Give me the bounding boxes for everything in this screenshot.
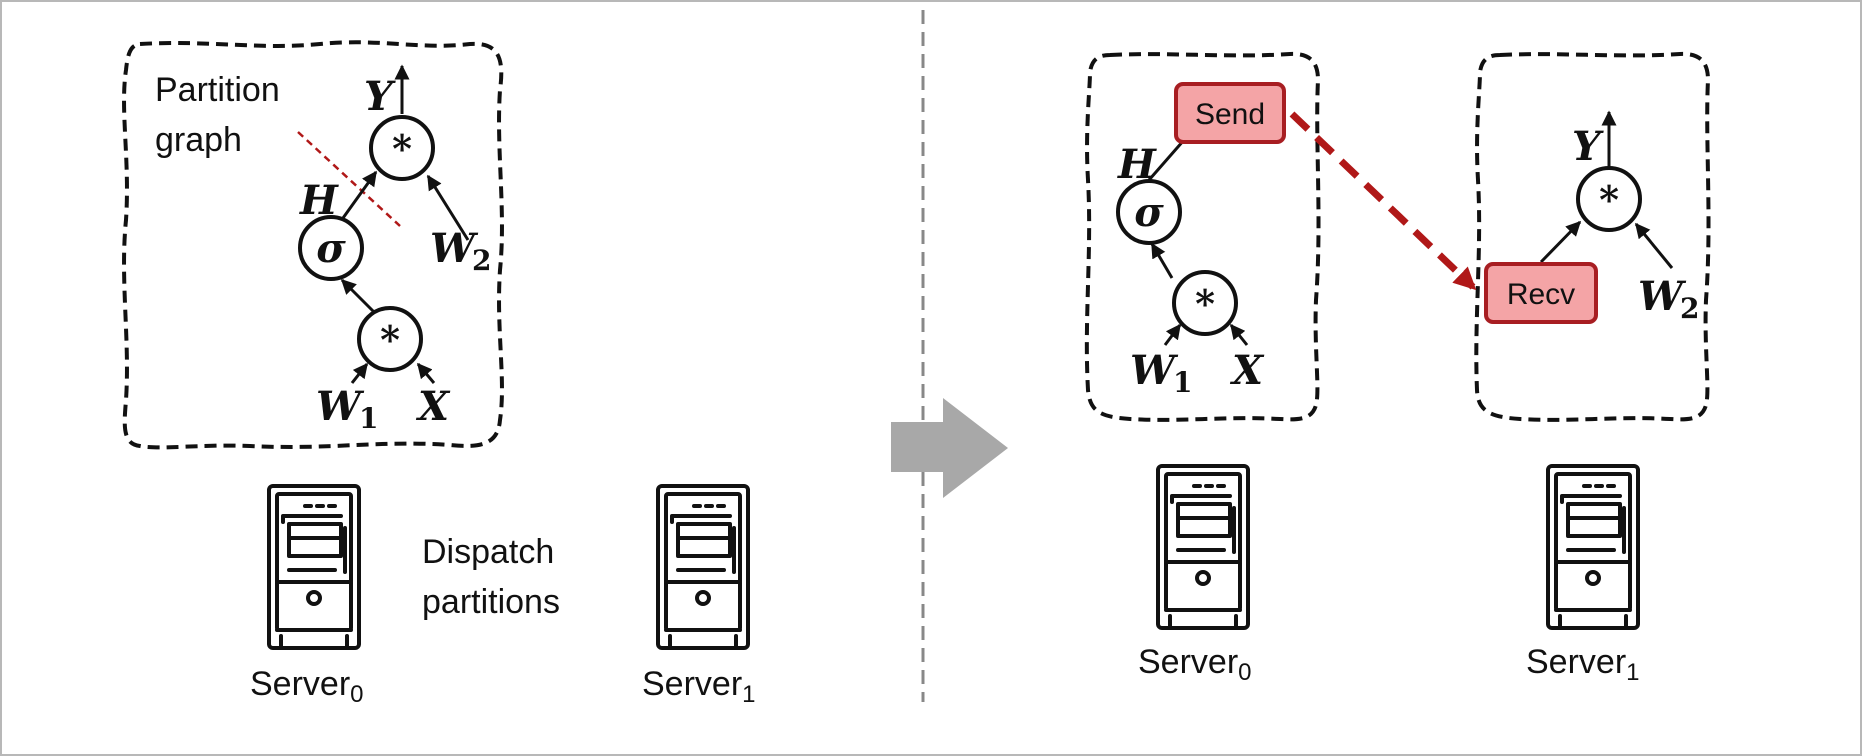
var-h-right: H — [1117, 141, 1157, 188]
partition-graph-label-line2: graph — [155, 121, 242, 159]
edge-x-to-mult — [416, 362, 436, 384]
sigma-op-right: σ — [1134, 189, 1164, 236]
send-recv-transfer-arrow — [1289, 111, 1477, 291]
var-w2-right: W 2 — [1638, 273, 1699, 325]
edge-x-to-mult-right — [1229, 323, 1249, 346]
mult-op-right0: * — [1195, 281, 1215, 326]
var-w2-right-letter: W — [1638, 273, 1687, 320]
mult-op-top: * — [392, 126, 412, 171]
server0-label-left: Server0 — [250, 665, 364, 708]
dispatch-label-line1: Dispatch — [422, 533, 554, 571]
server1-label-left: Server1 — [642, 665, 756, 708]
mult-node-right0 — [1172, 270, 1238, 336]
mult-op-right1: * — [1599, 177, 1619, 222]
var-w1-right: W 1 — [1130, 347, 1192, 399]
var-w2-right-sub: 2 — [1680, 292, 1699, 325]
mult-op-bottom: * — [380, 317, 400, 362]
var-w1-sub: 1 — [359, 402, 378, 435]
send-box — [1174, 82, 1286, 144]
edge-sigma-to-send — [1147, 139, 1186, 181]
right-partition1-region — [1474, 51, 1711, 422]
edge-w1-to-mult — [350, 362, 369, 384]
edge-sigma-to-mult — [336, 170, 378, 226]
recv-label: Recv — [1507, 278, 1575, 311]
sigma-node — [298, 215, 364, 281]
var-w1: W 1 — [316, 383, 378, 435]
edge-w2-to-mult-right — [1634, 222, 1674, 269]
var-w1-letter: W — [316, 383, 365, 430]
var-y: Y — [364, 73, 396, 120]
send-label: Send — [1195, 98, 1265, 131]
right-partition0-region — [1084, 51, 1321, 422]
sigma-node-right — [1116, 179, 1182, 245]
edge-w2-to-mult — [426, 174, 470, 241]
recv-box — [1484, 262, 1598, 324]
var-x: X — [415, 383, 451, 430]
var-y-right: Y — [1572, 123, 1604, 170]
var-w2: W 2 — [430, 225, 491, 277]
var-w2-letter: W — [430, 225, 479, 272]
var-x-right: X — [1229, 347, 1265, 394]
partition-graph-label-line1: Partition — [155, 71, 280, 109]
sigma-op: σ — [316, 225, 346, 272]
mult-node-bottom — [357, 306, 423, 372]
left-partition-region — [122, 40, 504, 450]
var-w1-right-sub: 1 — [1173, 366, 1192, 399]
server0-label-right: Server0 — [1138, 643, 1252, 686]
edge-mult-to-sigma — [340, 278, 380, 318]
server1-label-right: Server1 — [1526, 643, 1640, 686]
dispatch-label-line2: partitions — [422, 583, 560, 621]
mult-node-top — [369, 115, 435, 181]
edge-mult-to-sigma-right — [1150, 242, 1174, 279]
var-w2-sub: 2 — [472, 244, 491, 277]
var-w1-right-letter: W — [1130, 347, 1179, 394]
edge-recv-to-mult — [1539, 220, 1582, 264]
right-arrow-icon — [891, 398, 1008, 498]
edge-w1-to-mult-right — [1163, 323, 1182, 346]
mult-node-right1 — [1576, 166, 1642, 232]
var-h: H — [299, 177, 339, 224]
